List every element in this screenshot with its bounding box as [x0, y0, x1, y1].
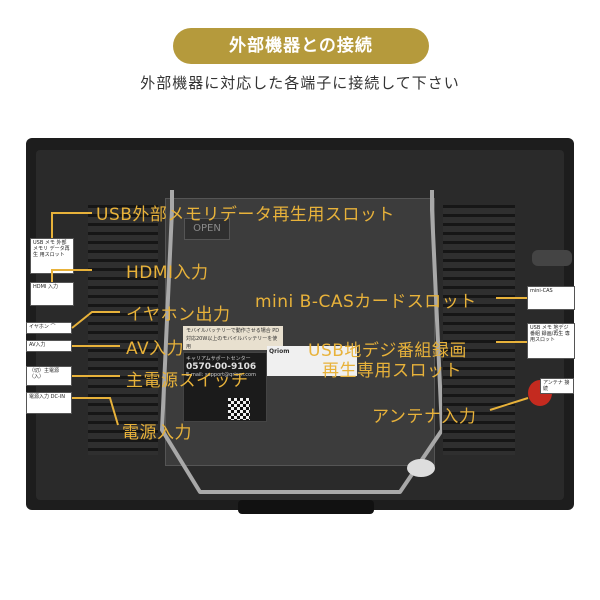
main-power-switch-label: （切）主電源（入） [26, 366, 72, 386]
antenna-port-label: アンテナ 接続 [540, 378, 574, 394]
callout-hdmi: HDMI入力 [126, 263, 209, 283]
av-port-label: AV入力 [26, 340, 72, 352]
hdmi-port-label: HDMI 入力 [30, 282, 74, 306]
callout-usb-tv-line2: 再生専用スロット [322, 361, 462, 381]
section-subtitle: 外部機器に対応した各端子に接続して下さい [140, 74, 460, 92]
support-tel: 0570-00-9106 [186, 362, 257, 372]
qr-code-icon [228, 398, 250, 420]
support-email: E-mail: support@qriom.com [186, 372, 256, 378]
callout-earphone: イヤホン出力 [126, 305, 231, 325]
support-title: キャリアムサポートセンター [186, 356, 251, 362]
callout-main-power: 主電源スイッチ [126, 371, 249, 391]
callout-usb-memory: USB外部メモリデータ再生用スロット [96, 205, 395, 225]
callout-power-input: 電源入力 [122, 423, 192, 443]
usb-memory-port-label: USB メモ 外部メモリ データ再生 用スロット [30, 238, 74, 274]
bcas-slot-label: mini-CAS [527, 286, 575, 310]
callout-antenna: アンテナ入力 [372, 407, 477, 427]
right-vent [443, 205, 515, 455]
stand-feet [238, 500, 374, 514]
brand-label: Qriom [269, 348, 290, 355]
stand-bar [160, 190, 442, 494]
usb-tv-slot-label: USB メモ 地デジ番組 録画/再生 専用スロット [527, 323, 575, 359]
warning-sticker: モバイルバッテリーで動作させる場合 PD対応20W以上のモバイルバッテリーを使用 [183, 326, 283, 350]
open-plate: OPEN [184, 218, 230, 240]
support-label: キャリアムサポートセンター 0570-00-9106 E-mail: suppo… [183, 352, 267, 422]
left-vent [88, 205, 158, 455]
section-title-badge: 外部機器との接続 [173, 28, 429, 64]
power-input-label: 電源入力 DC-IN [26, 392, 72, 414]
stand-knob [407, 459, 435, 477]
spec-label: Qriom [267, 346, 357, 376]
callout-usb-tv-line1: USB地デジ番組録画 [308, 341, 467, 361]
earphone-port-label: イヤホン ⌒ [26, 322, 72, 334]
right-bump [532, 250, 572, 266]
callout-av: AV入力 [126, 339, 185, 359]
callout-bcas: mini B-CASカードスロット [255, 292, 477, 312]
